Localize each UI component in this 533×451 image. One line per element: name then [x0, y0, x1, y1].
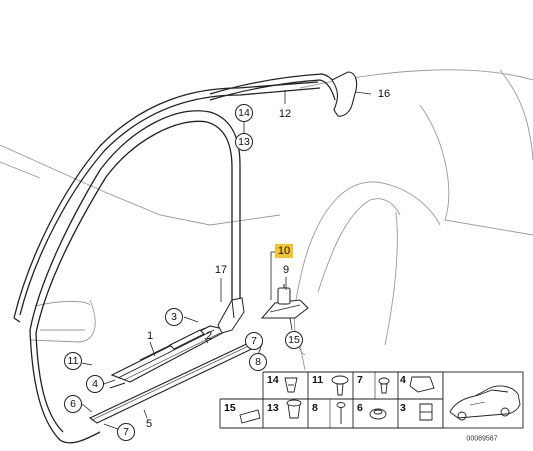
callout-3: 3: [171, 311, 177, 323]
callout-17: 17: [215, 264, 227, 276]
callout-10: 10: [278, 245, 290, 257]
grid-label-6: 6: [357, 402, 363, 414]
callout-16: 16: [378, 88, 390, 100]
callout-8: 8: [255, 356, 261, 368]
part-17-bracket: [217, 297, 245, 334]
part-4-bracket-icon: [409, 376, 435, 393]
document-number: 00089587: [466, 436, 497, 443]
part-16-trim: [331, 71, 358, 117]
highlight-box-10: [275, 244, 293, 258]
grid-label-4: 4: [400, 374, 406, 386]
grid-label-3: 3: [400, 402, 406, 414]
part-8-screw-icon: [336, 402, 346, 408]
parts-grid: 14 11 7 4 15 13 8 6 3: [219, 371, 444, 429]
callout-5: 5: [146, 418, 152, 430]
car-thumbnail: [442, 371, 524, 429]
callout-4: 4: [92, 378, 98, 390]
callout-1: 1: [147, 330, 153, 342]
part-7-plug-icon: [378, 377, 390, 385]
grid-label-8: 8: [312, 402, 318, 414]
grid-label-14: 14: [267, 374, 279, 386]
callout-13-top: 13: [238, 136, 250, 148]
callout-2: 2: [206, 330, 212, 342]
callout-7-right: 7: [251, 335, 257, 347]
grid-label-11: 11: [312, 374, 323, 386]
callout-labels: 14 13 12 16 10 17 9 3 1 2 11 4 6 5 7 7 8…: [68, 88, 391, 438]
part-11-rivet-icon: [331, 375, 349, 385]
callout-6: 6: [70, 398, 76, 410]
part-9-hinge: [260, 284, 309, 319]
callout-11: 11: [68, 355, 79, 367]
sill-assembly: [88, 325, 264, 424]
roof-seal-strip: [209, 73, 341, 101]
grid-label-15: 15: [224, 402, 236, 414]
callout-12: 12: [279, 108, 291, 120]
car-body-outline: [0, 69, 533, 371]
door-seal-frame: [13, 81, 321, 444]
callout-15: 15: [288, 334, 300, 346]
part-15-strip-icon: [239, 409, 261, 424]
grid-label-7: 7: [357, 374, 363, 386]
callout-9: 9: [283, 264, 289, 276]
callout-circles: [64, 104, 303, 441]
callout-7-bottom: 7: [123, 426, 129, 438]
callout-14-top: 14: [238, 107, 250, 119]
grid-label-13: 13: [267, 402, 279, 414]
